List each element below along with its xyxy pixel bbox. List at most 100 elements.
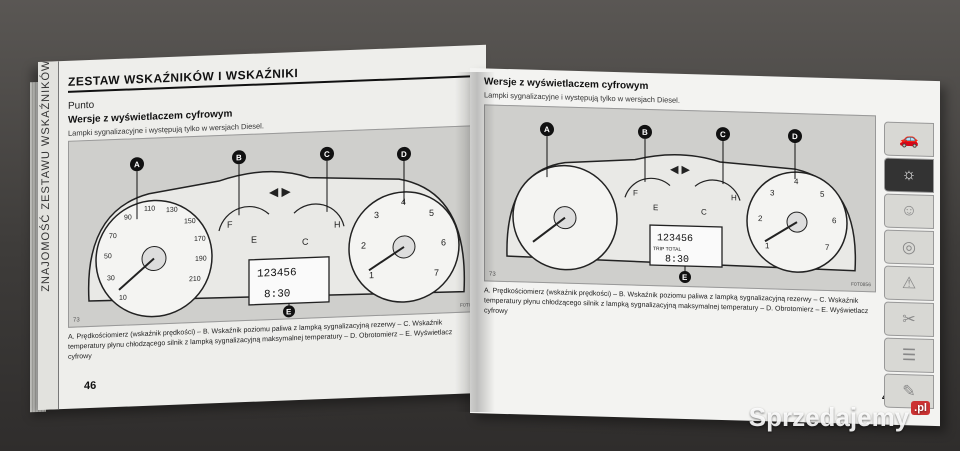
- temp-hot-label: H: [731, 193, 737, 202]
- callout-e-marker: [283, 305, 295, 318]
- rpm-tick: 7: [825, 243, 830, 252]
- model-logo: Punto: [68, 99, 95, 112]
- speed-tick: 90: [124, 214, 132, 221]
- rpm-tick: 1: [369, 270, 374, 280]
- rpm-tick: 2: [758, 214, 763, 223]
- rpm-tick: 3: [770, 188, 775, 197]
- speedometer-needle: [532, 216, 566, 243]
- speed-tick: 130: [166, 207, 178, 214]
- callout-b-marker: [232, 150, 246, 165]
- left-page: ZNAJOMOŚĆ ZESTAWU WSKAŹNIKÓW ZESTAW WSKA…: [38, 44, 486, 410]
- digital-display: [248, 256, 330, 306]
- rpm-tick: 7: [434, 268, 439, 278]
- car-service-icon[interactable]: ✂: [884, 301, 934, 337]
- side-section-label: ZNAJOMOŚĆ ZESTAWU WSKAŹNIKÓW: [40, 59, 52, 292]
- rpm-tick: 4: [794, 177, 799, 186]
- spec-list-icon[interactable]: ☰: [884, 337, 934, 373]
- temp-gauge-arc: [694, 179, 741, 201]
- rpm-tick-labels: 1 2 3 4 5 6 7: [758, 177, 837, 252]
- page-number: 46: [84, 379, 97, 393]
- temp-hot-label: H: [334, 219, 340, 229]
- watermark-tld: .pl: [911, 401, 930, 415]
- callout-d: D: [401, 150, 407, 159]
- display-time: 8:30: [665, 254, 689, 266]
- watermark: Sprzedajemy.pl: [748, 401, 930, 433]
- speed-tick: 190: [195, 256, 207, 263]
- callout-labels: A B C D E: [540, 122, 802, 284]
- callout-a: A: [134, 160, 140, 169]
- speed-tick: 170: [194, 236, 206, 243]
- temp-cold-label: C: [701, 207, 707, 216]
- fuel-gauge-arc: [624, 177, 671, 198]
- callout-d: D: [792, 132, 798, 141]
- callout-c: C: [720, 130, 726, 139]
- callout-a-marker: [130, 157, 144, 172]
- cluster-figure-left: F E C H ◀ ▶ 123456 8:30 10 30 50 70 90: [68, 124, 485, 328]
- tachometer-needle: [764, 221, 798, 243]
- callout-e-marker: [679, 271, 691, 284]
- digital-display: [649, 224, 723, 268]
- fuel-full-label: F: [633, 189, 638, 198]
- callout-b-marker: [638, 124, 652, 139]
- fuel-empty-label: E: [653, 203, 658, 212]
- callout-b: B: [642, 128, 648, 137]
- section-note: Lampki sygnalizacyjne i występują tylko …: [484, 90, 680, 105]
- rpm-tick: 5: [820, 190, 825, 199]
- fuel-full-label: F: [227, 220, 233, 230]
- display-trip: TRIP TOTAL: [653, 246, 681, 253]
- speed-tick: 10: [119, 295, 127, 302]
- speedometer-needle: [118, 257, 155, 291]
- speed-tick: 50: [104, 253, 112, 260]
- car-info-icon[interactable]: 🚗: [884, 121, 934, 157]
- display-odometer: 123456: [657, 233, 693, 245]
- rpm-tick: 6: [441, 237, 446, 247]
- rpm-tick: 5: [429, 208, 434, 218]
- figure-number: 73: [489, 271, 496, 278]
- callout-a: A: [544, 125, 550, 134]
- temp-cold-label: C: [302, 237, 309, 247]
- display-odometer: 123456: [257, 267, 297, 281]
- rpm-tick: 1: [765, 241, 770, 250]
- instrument-cluster-diagram: F E C H ◀ ▶ 123456 TRIP TOTAL 8:30 1 2 3…: [506, 122, 857, 284]
- turn-signal-icon: ◀ ▶: [269, 184, 292, 199]
- figure-number: 73: [73, 317, 80, 324]
- chapter-tabs: 🚗 ☼ ☺ ◎ ⚠ ✂ ☰ ✎: [884, 80, 940, 427]
- callout-d-marker: [397, 146, 411, 161]
- figure-caption: A. Prędkościomierz (wskaźnik prędkości) …: [484, 287, 869, 316]
- figure-code: F0T0856: [850, 281, 871, 289]
- steering-wheel-icon[interactable]: ◎: [884, 229, 934, 265]
- temp-gauge-arc: [293, 203, 345, 227]
- cluster-figure-right: F E C H ◀ ▶ 123456 TRIP TOTAL 8:30 1 2 3…: [484, 104, 876, 293]
- callout-a-marker: [540, 122, 554, 137]
- section-subtitle: Wersje z wyświetlaczem cyfrowym: [484, 76, 649, 92]
- callout-c: C: [324, 150, 330, 159]
- callout-d-marker: [788, 129, 802, 144]
- right-page: Wersje z wyświetlaczem cyfrowym Lampki s…: [470, 68, 940, 427]
- watermark-text: Sprzedajemy: [748, 402, 910, 432]
- turn-signal-icon: ◀ ▶: [670, 164, 691, 177]
- callout-b: B: [236, 153, 242, 162]
- rpm-tick: 6: [832, 216, 837, 225]
- rpm-tick: 3: [374, 210, 379, 220]
- open-manual: ZNAJOMOŚĆ ZESTAWU WSKAŹNIKÓW ZESTAW WSKA…: [20, 42, 945, 427]
- instrument-cluster-diagram: F E C H ◀ ▶ 123456 8:30 10 30 50 70 90: [87, 146, 466, 318]
- speed-tick: 110: [144, 205, 155, 212]
- callout-c-marker: [320, 146, 334, 161]
- tachometer-needle: [368, 246, 405, 272]
- speed-tick: 210: [189, 276, 201, 283]
- speed-tick: 70: [109, 233, 117, 240]
- display-time: 8:30: [264, 288, 290, 301]
- rpm-tick: 2: [361, 240, 366, 250]
- speed-tick-labels: 10 30 50 70 90 110 130 150 170 190 210: [104, 205, 207, 302]
- speed-tick: 150: [184, 218, 196, 225]
- callout-labels: A B C D E: [130, 146, 411, 318]
- side-section-tab: ZNAJOMOŚĆ ZESTAWU WSKAŹNIKÓW: [38, 59, 59, 410]
- fuel-empty-label: E: [251, 235, 257, 245]
- speed-tick: 30: [107, 275, 115, 282]
- airbag-person-icon[interactable]: ☺: [884, 193, 934, 229]
- callout-e: E: [682, 273, 688, 282]
- dashboard-light-icon[interactable]: ☼: [884, 157, 934, 193]
- car-breakdown-icon[interactable]: ⚠: [884, 265, 934, 301]
- fuel-gauge-arc: [218, 205, 270, 232]
- callout-c-marker: [716, 127, 730, 142]
